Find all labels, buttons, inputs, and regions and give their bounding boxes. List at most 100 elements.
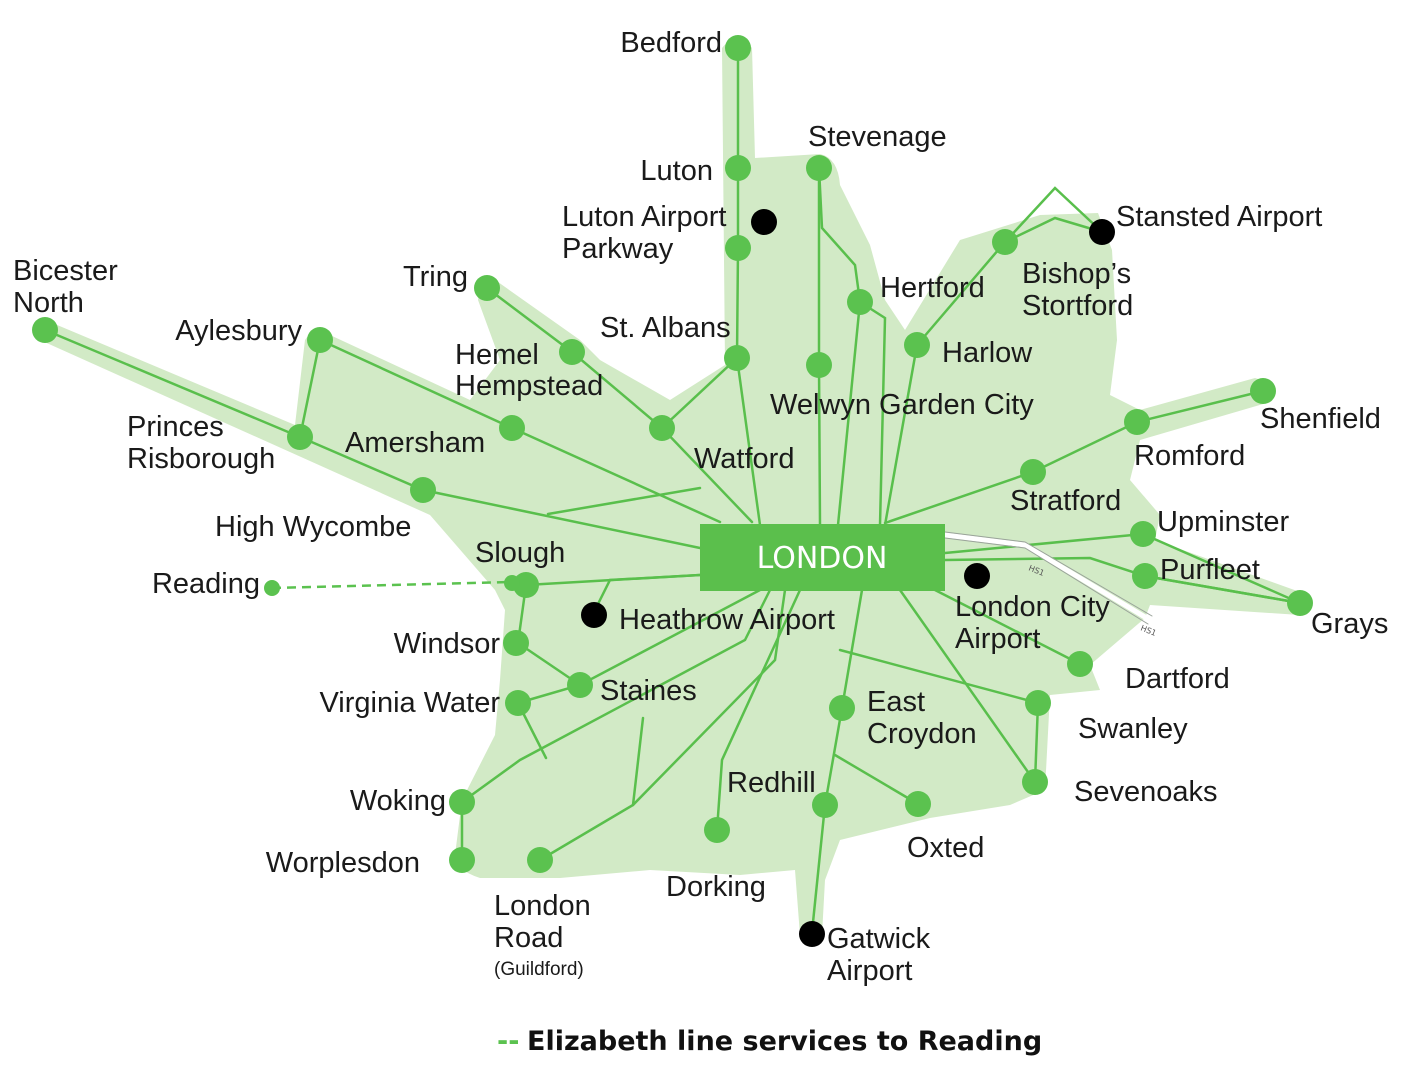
label-dorking: Dorking — [666, 871, 766, 903]
station-dot-east-croydon — [829, 695, 855, 721]
label-london-city-airport-2: Airport — [955, 623, 1040, 655]
label-london-road-2: Road — [494, 922, 563, 954]
label-grays: Grays — [1311, 608, 1388, 640]
label-slough: Slough — [475, 537, 565, 569]
label-swanley: Swanley — [1078, 713, 1188, 745]
route-dartford — [933, 588, 1082, 666]
station-dot-windsor — [503, 630, 529, 656]
commuter-region — [36, 38, 1311, 942]
station-dot-swanley — [1025, 690, 1051, 716]
route-oxted — [833, 753, 920, 806]
route-grays-direct — [1143, 574, 1302, 605]
route-hs1-edge-top — [944, 531, 1153, 617]
label-worplesdon: Worplesdon — [266, 847, 420, 879]
legend: -- Elizabeth line services to Reading — [497, 1026, 1042, 1057]
route-st-albans-watford — [660, 356, 739, 430]
label-amersham: Amersham — [345, 427, 485, 459]
label-gatwick-airport-1: Gatwick — [827, 923, 931, 955]
label-east-croydon-2: Croydon — [867, 718, 977, 750]
route-bicester — [43, 328, 302, 439]
station-dot-bedford — [725, 35, 751, 61]
station-dot-dartford — [1067, 651, 1093, 677]
route-stevenage — [817, 166, 822, 527]
label-romford: Romford — [1134, 440, 1245, 472]
london-hub-box — [700, 524, 945, 591]
station-dot-virginia-water — [505, 690, 531, 716]
label-high-wycombe: High Wycombe — [215, 511, 411, 543]
station-dot-shenfield — [1250, 378, 1276, 404]
label-reading: Reading — [152, 568, 260, 600]
station-dot-purfleet — [1132, 563, 1158, 589]
legend-text: Elizabeth line services to Reading — [527, 1026, 1042, 1057]
station-dot-oxted — [905, 791, 931, 817]
label-luton-airport-parkway-1: Luton Airport — [562, 201, 726, 233]
station-dot-hemel-hempstead — [559, 339, 585, 365]
station-dots — [32, 35, 1313, 873]
label-harlow: Harlow — [942, 337, 1033, 369]
label-east-croydon-1: East — [867, 686, 925, 718]
label-oxted: Oxted — [907, 832, 984, 864]
station-dot-luton — [725, 155, 751, 181]
station-dot-high-wycombe — [410, 477, 436, 503]
label-hertford: Hertford — [880, 272, 985, 304]
label-upminster: Upminster — [1157, 506, 1289, 538]
label-bishops-stortford-1: Bishop’s — [1022, 258, 1131, 290]
label-luton: Luton — [640, 155, 713, 187]
airport-dot-heathrow — [581, 602, 607, 628]
label-redhill: Redhill — [727, 767, 816, 799]
route-heathrow — [592, 573, 702, 614]
route-high-wycombe-link — [546, 486, 702, 516]
station-dot-stevenage — [806, 155, 832, 181]
label-princes-risborough-2: Risborough — [127, 443, 275, 475]
label-stevenage: Stevenage — [808, 121, 947, 153]
label-bedford: Bedford — [620, 27, 722, 59]
route-stansted-spur — [1003, 216, 1104, 244]
label-purfleet: Purfleet — [1160, 554, 1260, 586]
station-dot-welwyn-garden-city — [806, 352, 832, 378]
route-sevenoaks — [1033, 701, 1040, 784]
station-dot-hertford — [847, 289, 873, 315]
route-hs1 — [942, 532, 1153, 623]
station-dot-princes-risborough — [287, 424, 313, 450]
station-dot-bicester-north — [32, 317, 58, 343]
label-bishops-stortford-2: Stortford — [1022, 290, 1133, 322]
station-dot-amersham — [499, 415, 525, 441]
label-gatwick-airport-2: Airport — [827, 955, 912, 987]
reading-dashed-line — [271, 580, 513, 590]
route-woking-link — [631, 716, 645, 807]
station-dot-upminster — [1130, 521, 1156, 547]
route-swanley-branch — [838, 648, 1040, 705]
station-dot-harlow — [904, 332, 930, 358]
route-stevenage-hertford — [817, 166, 862, 527]
station-dot-tring — [474, 275, 500, 301]
station-dot-bishops-stortford — [992, 229, 1018, 255]
label-bicester-north-2: North — [13, 287, 84, 319]
label-watford: Watford — [694, 443, 794, 475]
station-dot-stratford — [1020, 459, 1046, 485]
label-hemel-hempstead-2: Hempstead — [455, 370, 603, 402]
station-dot-aylesbury — [307, 327, 333, 353]
label-heathrow-airport: Heathrow Airport — [619, 604, 835, 636]
station-labels: Bedford Stevenage Luton Luton Airport Pa… — [13, 27, 1388, 987]
station-dot-worplesdon — [449, 847, 475, 873]
route-hs1-edge-bottom — [944, 537, 1149, 625]
label-sevenoaks: Sevenoaks — [1074, 776, 1218, 808]
airport-dot-luton — [751, 209, 777, 235]
hs1-label-b: HS1 — [1139, 624, 1157, 638]
station-dot-luton-airport-parkway — [725, 235, 751, 261]
route-tring — [485, 286, 754, 524]
label-woking: Woking — [350, 785, 446, 817]
label-windsor: Windsor — [394, 628, 501, 660]
label-staines: Staines — [600, 675, 697, 707]
label-st-albans: St. Albans — [600, 312, 731, 344]
route-shenfield — [883, 389, 1265, 525]
station-dot-slough-reading — [504, 575, 520, 591]
label-dartford: Dartford — [1125, 663, 1230, 695]
label-london-road-1: London — [494, 890, 591, 922]
label-aylesbury: Aylesbury — [175, 315, 302, 347]
station-dot-grays — [1287, 590, 1313, 616]
route-gatwick — [810, 588, 864, 934]
station-dot-dorking — [704, 817, 730, 843]
label-shenfield: Shenfield — [1260, 403, 1381, 435]
